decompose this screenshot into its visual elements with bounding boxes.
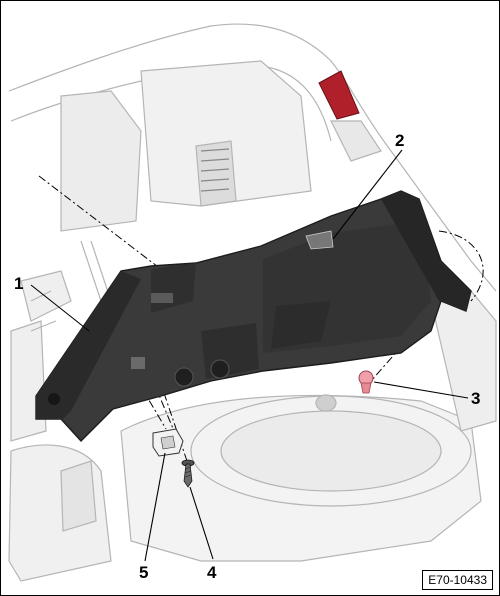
callout-5: 5: [139, 563, 149, 582]
leader-line-1: [30, 284, 90, 332]
expanding-rivet: [358, 370, 374, 394]
tail-light: [318, 70, 360, 120]
side-trim-panel: [35, 190, 472, 443]
leader-lines: [30, 149, 469, 562]
leader-line-4: [189, 486, 214, 560]
callout-2: 2: [395, 131, 405, 150]
screw: [181, 459, 195, 488]
callout-3: 3: [471, 389, 481, 408]
car-body-structure: [8, 23, 497, 582]
figure-reference-code: E70-10433: [422, 570, 493, 590]
leader-line-5: [144, 452, 166, 562]
leader-line-3: [373, 381, 469, 399]
retaining-clip: [152, 428, 184, 457]
leader-line-2: [332, 149, 403, 240]
callout-1: 1: [14, 274, 24, 293]
callout-4: 4: [207, 563, 217, 582]
